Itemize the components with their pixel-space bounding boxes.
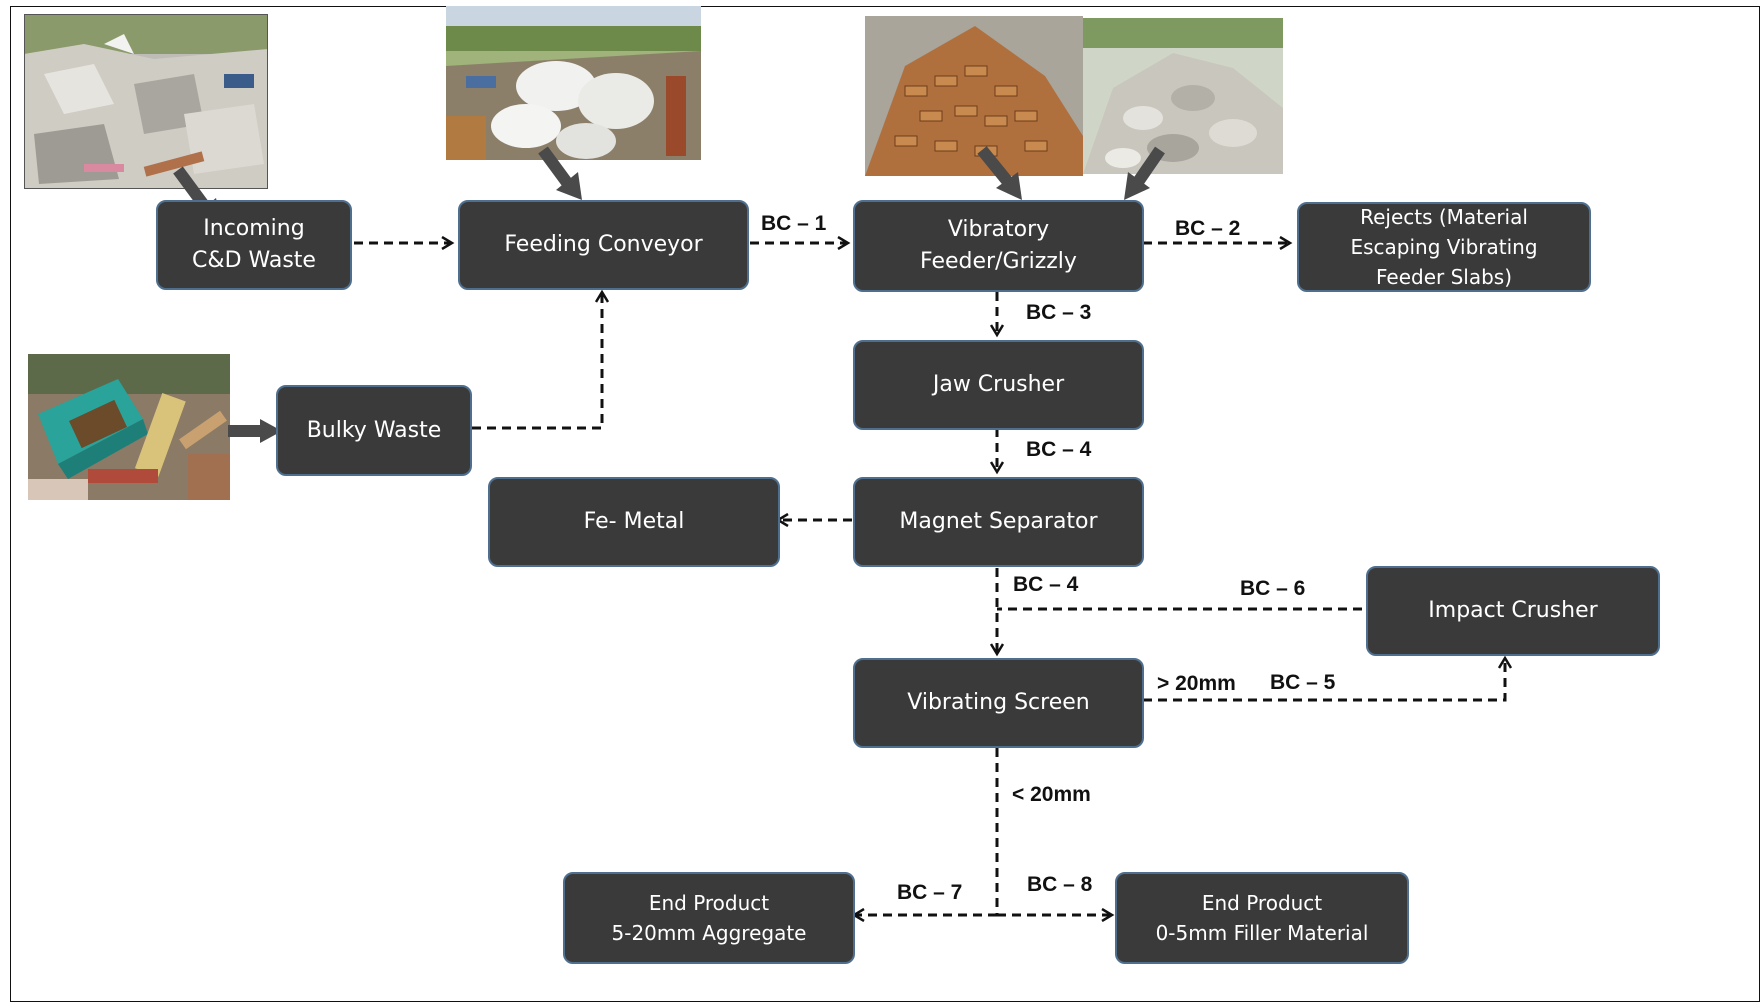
label-bc1: BC – 1 (761, 212, 827, 235)
photo-arrow-brick-head (996, 172, 1022, 200)
box-incoming-cd-waste: Incoming C&D Waste (156, 200, 352, 290)
label-bc2: BC – 2 (1175, 217, 1241, 240)
label-bc4b: BC – 4 (1013, 573, 1079, 596)
photo-arrow-brick (977, 146, 1013, 186)
box-rejects: Rejects (Material Escaping Vibrating Fee… (1297, 202, 1591, 292)
box-feeding-conveyor: Feeding Conveyor (458, 200, 749, 290)
photo-cd-waste (24, 14, 268, 189)
box-vibratory-feeder: Vibratory Feeder/Grizzly (853, 200, 1144, 292)
label-lt20mm: < 20mm (1012, 783, 1091, 806)
box-jaw-crusher: Jaw Crusher (853, 340, 1144, 430)
connector-bulky-to-feeding (472, 292, 602, 430)
photo-arrow-concrete (1133, 146, 1165, 186)
box-vibrating-screen: Vibrating Screen (853, 658, 1144, 748)
photo-bulky-waste (28, 354, 230, 500)
box-fe-metal: Fe- Metal (488, 477, 780, 567)
photo-arrow-feeding (538, 146, 573, 188)
label-bc8: BC – 8 (1027, 873, 1093, 896)
box-end-product-filler: End Product 0-5mm Filler Material (1115, 872, 1409, 964)
label-bc7: BC – 7 (897, 881, 963, 904)
connector-screen-to-impact (1143, 658, 1505, 702)
label-bc3: BC – 3 (1026, 301, 1092, 324)
box-end-product-aggregate: End Product 5-20mm Aggregate (563, 872, 855, 964)
label-gt20mm: > 20mm (1157, 672, 1236, 695)
box-impact-crusher: Impact Crusher (1366, 566, 1660, 656)
photo-arrow-concrete-head (1124, 172, 1150, 200)
label-bc5: BC – 5 (1270, 671, 1336, 694)
photo-feeding-bags (446, 6, 701, 160)
box-magnet-separator: Magnet Separator (853, 477, 1144, 567)
label-bc6: BC – 6 (1240, 577, 1306, 600)
label-bc4a: BC – 4 (1026, 438, 1092, 461)
photo-arrow-feeding-head (556, 172, 582, 200)
photo-brick-pile (865, 16, 1083, 176)
box-bulky-waste: Bulky Waste (276, 385, 472, 476)
photo-concrete-pile (1083, 18, 1283, 174)
photo-arrow-bulky-head (260, 419, 282, 443)
